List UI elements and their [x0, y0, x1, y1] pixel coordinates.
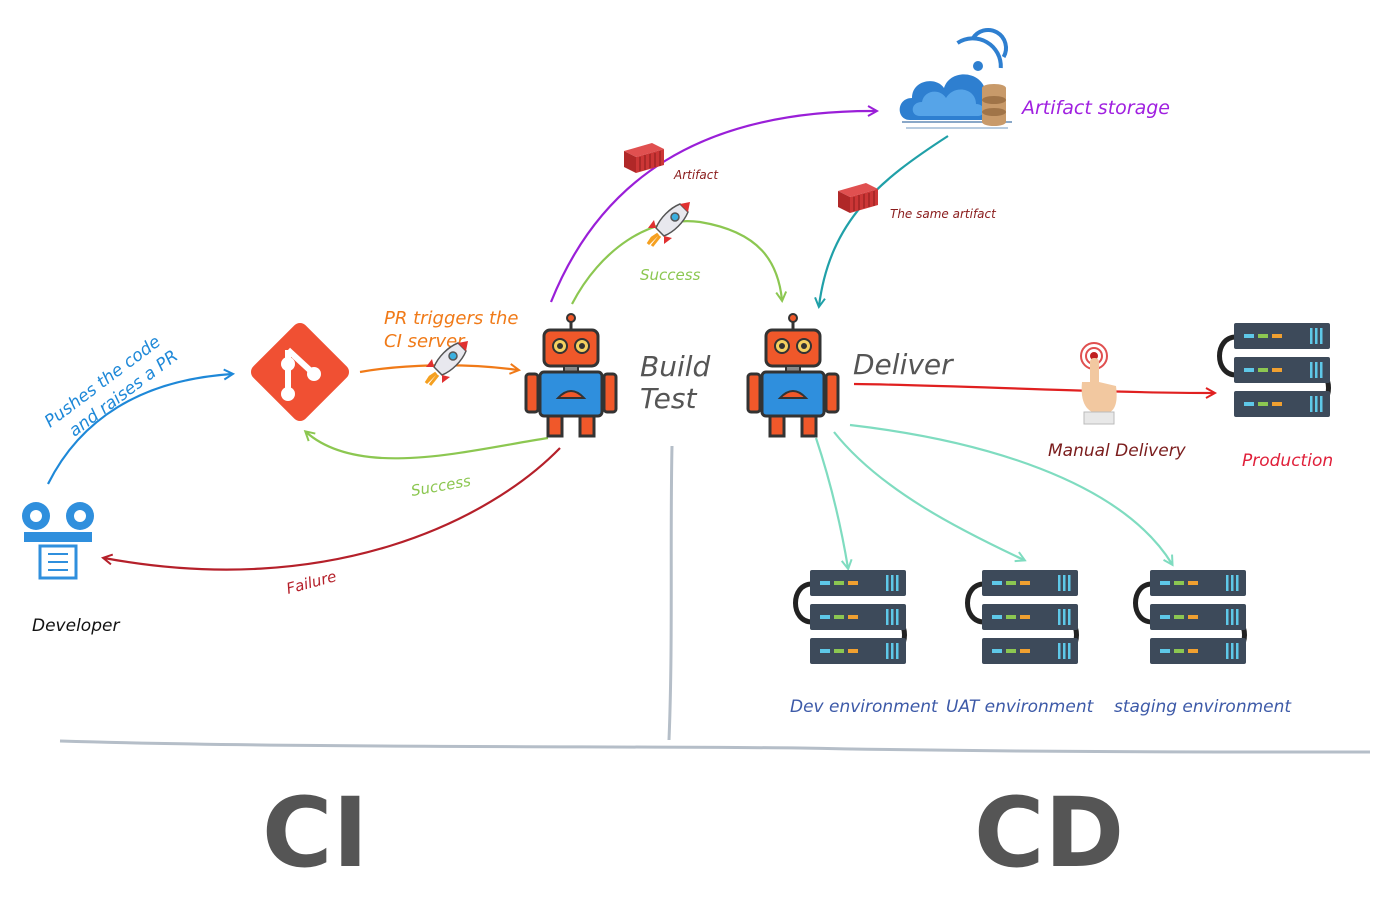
ci-label: CI [262, 777, 368, 889]
staging-env-label: staging environment [1114, 697, 1292, 717]
server-icon [1136, 570, 1247, 664]
dev-env-label: Dev environment [790, 697, 939, 717]
finger-press-icon [1080, 342, 1117, 425]
test-label: Test [640, 382, 697, 415]
robot-ci-icon [524, 312, 618, 438]
uat-env-label: UAT environment [946, 697, 1095, 717]
pr-label-line1: PR triggers the [384, 308, 519, 329]
developer-icon [22, 502, 94, 580]
artifact-storage-label: Artifact storage [1020, 97, 1170, 119]
cd-label: CD [974, 777, 1124, 889]
success-back-label: Success [410, 472, 473, 500]
artifact-box-icon [623, 142, 665, 174]
failure-label: Failure [284, 567, 338, 598]
artifact-label: Artifact [673, 168, 719, 182]
ci-cd-divider [667, 445, 674, 741]
deliver-arrow [853, 382, 1214, 393]
robot-cd-icon [746, 312, 840, 438]
staging-env-arrow [849, 423, 1172, 564]
dev-env-arrow [814, 437, 848, 568]
server-icon [796, 570, 907, 664]
artifact-box-icon [837, 182, 879, 214]
developer-label: Developer [32, 616, 120, 636]
artifact-arrow [549, 111, 876, 303]
push-arrow [47, 374, 232, 485]
manual-delivery-label: Manual Delivery [1048, 441, 1187, 461]
success-top-arrow [571, 220, 782, 305]
production-label: Production [1242, 451, 1333, 471]
rocket-icon [646, 200, 692, 248]
same-artifact-label: The same artifact [890, 207, 997, 221]
success-top-label: Success [640, 266, 701, 284]
success-back-arrow [306, 432, 549, 460]
cloud-storage-icon [899, 28, 1012, 129]
uat-env-arrow [833, 431, 1024, 560]
deliver-label: Deliver [853, 348, 954, 381]
failure-arrow [104, 447, 561, 571]
same-artifact-arrow [819, 135, 949, 306]
server-icon [1220, 323, 1331, 417]
git-icon [250, 322, 350, 422]
build-label: Build [640, 350, 711, 383]
pr-label-line2: CI server [384, 331, 466, 352]
server-icon [968, 570, 1079, 664]
baseline-axis [59, 739, 1371, 754]
